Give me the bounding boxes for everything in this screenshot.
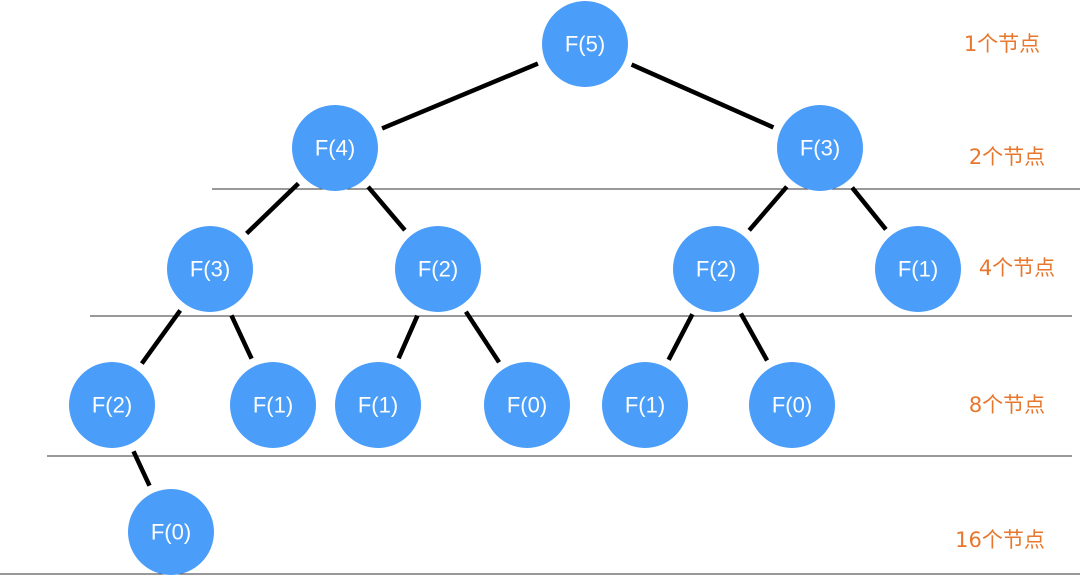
tree-node: F(0) [484, 362, 570, 448]
tree-node-label: F(1) [898, 257, 938, 282]
tree-node: F(0) [749, 362, 835, 448]
tree-edge [366, 185, 407, 232]
tree-node-label: F(2) [418, 257, 458, 282]
tree-node-label: F(1) [625, 393, 665, 418]
tree-node-circle [292, 105, 378, 191]
tree-node: F(4) [292, 105, 378, 191]
level-label-1: 1个节点 [964, 32, 1040, 56]
tree-edge [131, 450, 152, 487]
tree-node: F(5) [542, 1, 628, 87]
tree-node-circle [335, 362, 421, 448]
tree-node-circle [542, 1, 628, 87]
level-label-3: 4个节点 [979, 256, 1055, 280]
tree-edge [738, 312, 770, 362]
tree-node-label: F(5) [565, 32, 605, 57]
level-label-2: 2个节点 [969, 145, 1045, 169]
tree-node-circle [602, 362, 688, 448]
tree-node-circle [128, 489, 214, 575]
tree-node: F(2) [395, 226, 481, 312]
tree-edge [850, 186, 888, 231]
tree-node: F(1) [602, 362, 688, 448]
tree-node: F(2) [69, 362, 155, 448]
tree-edges [131, 61, 888, 487]
tree-node-label: F(3) [190, 257, 230, 282]
tree-node-circle [230, 362, 316, 448]
tree-edge [139, 309, 183, 365]
tree-node-label: F(0) [772, 393, 812, 418]
tree-node-label: F(2) [696, 257, 736, 282]
tree-node-label: F(0) [507, 393, 547, 418]
tree-edge [630, 62, 775, 130]
tree-node: F(2) [673, 226, 759, 312]
tree-edge [229, 314, 254, 360]
tree-node: F(1) [335, 362, 421, 448]
tree-edge [464, 310, 501, 364]
tree-edge [396, 314, 420, 360]
tree-node-circle [777, 105, 863, 191]
tree-node-label: F(1) [358, 393, 398, 418]
tree-node-label: F(3) [800, 136, 840, 161]
tree-node: F(3) [777, 105, 863, 191]
tree-node-circle [484, 362, 570, 448]
tree-edge [381, 61, 539, 131]
tree-node-label: F(1) [253, 393, 293, 418]
level-count-labels: 1个节点 2个节点 4个节点 8个节点 16个节点 [955, 32, 1055, 552]
tree-node-circle [749, 362, 835, 448]
tree-node-label: F(4) [315, 136, 355, 161]
tree-node-circle [167, 226, 253, 312]
level-label-5: 16个节点 [955, 528, 1045, 552]
tree-edge [245, 181, 300, 236]
tree-edge [666, 313, 695, 361]
tree-node: F(1) [875, 226, 961, 312]
level-label-4: 8个节点 [969, 393, 1045, 417]
tree-nodes: F(5) F(4) F(3) F(3) F(2) F(2) F(1) F(2) F(1) F(1)… [69, 1, 961, 575]
tree-node-circle [395, 226, 481, 312]
tree-node-circle [69, 362, 155, 448]
tree-node: F(1) [230, 362, 316, 448]
tree-node-circle [673, 226, 759, 312]
tree-node: F(3) [167, 226, 253, 312]
tree-node: F(0) [128, 489, 214, 575]
tree-node-label: F(0) [151, 520, 191, 545]
tree-node-circle [875, 226, 961, 312]
tree-node-label: F(2) [92, 393, 132, 418]
tree-edge [747, 185, 789, 232]
